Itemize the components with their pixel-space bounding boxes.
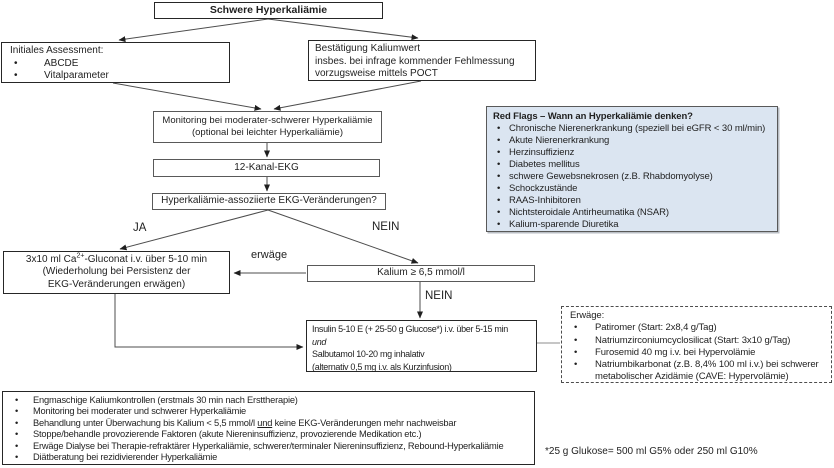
glucose-footnote: *25 g Glukose= 500 ml G5% oder 250 ml G1…	[545, 446, 758, 457]
arrow-question-nein-to-kalium	[267, 209, 419, 264]
arrow-start-to-assessment	[118, 18, 269, 43]
list-item: Natriumzirconiumcyclosilicat (Start: 3x1…	[566, 335, 827, 348]
ekg-label: 12-Kanal-EKG	[234, 161, 299, 173]
list-item: Natriumbikarbonat (z.B. 8,4% 100 ml i.v.…	[566, 359, 827, 384]
edge-label-ja: JA	[133, 222, 147, 234]
assessment-list: ABCDE Vitalparameter	[6, 58, 225, 83]
node-12-kanal-ekg: 12-Kanal-EKG	[153, 159, 380, 177]
list-item: ABCDE	[6, 58, 225, 71]
edge-label-erwaege: erwäge	[251, 249, 288, 261]
list-item: Diätberatung bei rezidivierender Hyperka…	[5, 452, 532, 464]
list-item: Furosemid 40 mg i.v. bei Hypervolämie	[566, 347, 827, 360]
list-item: Erwäge Dialyse bei Therapie-refraktärer …	[5, 441, 532, 453]
node-ekg-veraenderungen-frage: Hyperkaliämie-assoziierte EKG-Veränderun…	[152, 193, 386, 210]
redflags-panel: Red Flags – Wann an Hyperkaliämie denken…	[486, 106, 778, 232]
arrow-confirmation-to-monitoring	[273, 80, 422, 111]
node-kalium-schwelle: Kalium ≥ 6,5 mmol/l	[307, 265, 535, 282]
node-monitoring: Monitoring bei moderater-schwerer Hyperk…	[153, 111, 382, 143]
calcium-line1-pre: 3x10 ml Ca	[25, 253, 77, 265]
insulin-line-und: und	[312, 336, 327, 347]
monitoring-line: Monitoring bei moderater-schwerer Hyperk…	[162, 114, 373, 126]
kalium-label: Kalium ≥ 6,5 mmol/l	[377, 267, 465, 279]
list-item: Engmaschige Kaliumkontrollen (erstmals 3…	[5, 395, 532, 407]
followup-panel: Engmaschige Kaliumkontrollen (erstmals 3…	[2, 391, 535, 465]
insulin-line: (alternativ 0,5 mg i.v. als Kurzinfusion…	[312, 361, 452, 372]
node-bestaetigung-kaliumwert: Bestätigung Kaliumwert insbes. bei infra…	[308, 40, 536, 81]
list-item: Schockzustände	[491, 183, 773, 195]
list-item: Akute Nierenerkrankung	[491, 135, 773, 147]
list-item: RAAS-Inhibitoren	[491, 195, 773, 207]
assessment-title: Initiales Assessment:	[10, 45, 104, 56]
list-item: Monitoring bei moderater und schwerer Hy…	[5, 406, 532, 418]
calcium-line: EKG-Veränderungen erwägen)	[47, 278, 186, 290]
list-item: Kalium-sparende Diuretika	[491, 219, 773, 231]
list-item: Stoppe/behandle provozierende Faktoren (…	[5, 429, 532, 441]
consider-title: Erwäge:	[570, 310, 605, 321]
monitoring-line: (optional bei leichter Hyperkaliämie)	[191, 127, 343, 138]
followup-b3-post: keine EKG-Veränderungen mehr nachweisbar	[272, 417, 457, 428]
arrow-assessment-to-monitoring	[112, 82, 262, 111]
node-schwere-hyperkaliaemie: Schwere Hyperkaliämie	[154, 2, 383, 19]
calcium-line: 3x10 ml Ca2+-Gluconat i.v. über 5-10 min	[25, 252, 208, 267]
consider-panel: Erwäge: Patiromer (Start: 2x8,4 g/Tag) N…	[561, 306, 832, 383]
list-item: Diabetes mellitus	[491, 159, 773, 171]
followup-b3-underlined: und	[257, 417, 273, 428]
followup-b3-pre: Behandlung unter Überwachung bis Kalium …	[33, 417, 258, 428]
confirm-line: vorzugsweise mittels POCT	[315, 68, 438, 79]
list-item: Chronische Nierenerkrankung (speziell be…	[491, 123, 773, 135]
insulin-line: Salbutamol 10-20 mg inhalativ	[312, 349, 425, 359]
node-initiales-assessment: Initiales Assessment: ABCDE Vitalparamet…	[1, 42, 230, 83]
list-item: Vitalparameter	[6, 70, 225, 83]
consider-bullet4-line2: metabolischer Azidämie (CAVE: Hypervoläm…	[595, 371, 789, 383]
node-calcium-gluconat: 3x10 ml Ca2+-Gluconat i.v. über 5-10 min…	[3, 251, 230, 294]
list-item: schwere Gewebsnekrosen (z.B. Rhabdomyoly…	[491, 171, 773, 183]
redflags-list: Chronische Nierenerkrankung (speziell be…	[491, 123, 773, 231]
followup-list: Engmaschige Kaliumkontrollen (erstmals 3…	[5, 395, 532, 464]
list-item: Nichtsteroidale Antirheumatika (NSAR)	[491, 207, 773, 219]
confirm-line: Bestätigung Kaliumwert	[315, 43, 421, 54]
list-item: Behandlung unter Überwachung bis Kalium …	[5, 417, 532, 430]
node-title: Schwere Hyperkaliämie	[209, 4, 328, 17]
question-label: Hyperkaliämie-assoziierte EKG-Veränderun…	[161, 195, 377, 207]
calcium-line: (Wiederholung bei Persistenz der	[42, 266, 191, 278]
arrow-start-to-confirmation	[267, 18, 419, 41]
calcium-superscript: 2+	[76, 252, 85, 260]
calcium-line1-post: -Gluconat i.v. über 5-10 min	[84, 253, 208, 265]
list-item: Patiromer (Start: 2x8,4 g/Tag)	[566, 322, 827, 335]
node-insulin-salbutamol: Insulin 5-10 E (+ 25-50 g Glucose*) i.v.…	[306, 320, 537, 372]
edge-label-nein-upper: NEIN	[372, 221, 400, 233]
redflags-title: Red Flags – Wann an Hyperkaliämie denken…	[493, 111, 693, 122]
confirm-line: insbes. bei infrage kommender Fehlmessun…	[315, 55, 515, 67]
consider-list: Patiromer (Start: 2x8,4 g/Tag) Natriumzi…	[566, 322, 827, 383]
arrow-calcium-to-insulin	[114, 294, 304, 350]
edge-label-nein-lower: NEIN	[425, 290, 453, 302]
list-item: Herzinsuffizienz	[491, 147, 773, 159]
consider-bullet4-line1: Natriumbikarbonat (z.B. 8,4% 100 ml i.v.…	[595, 359, 819, 371]
insulin-line: Insulin 5-10 E (+ 25-50 g Glucose*) i.v.…	[312, 324, 508, 334]
